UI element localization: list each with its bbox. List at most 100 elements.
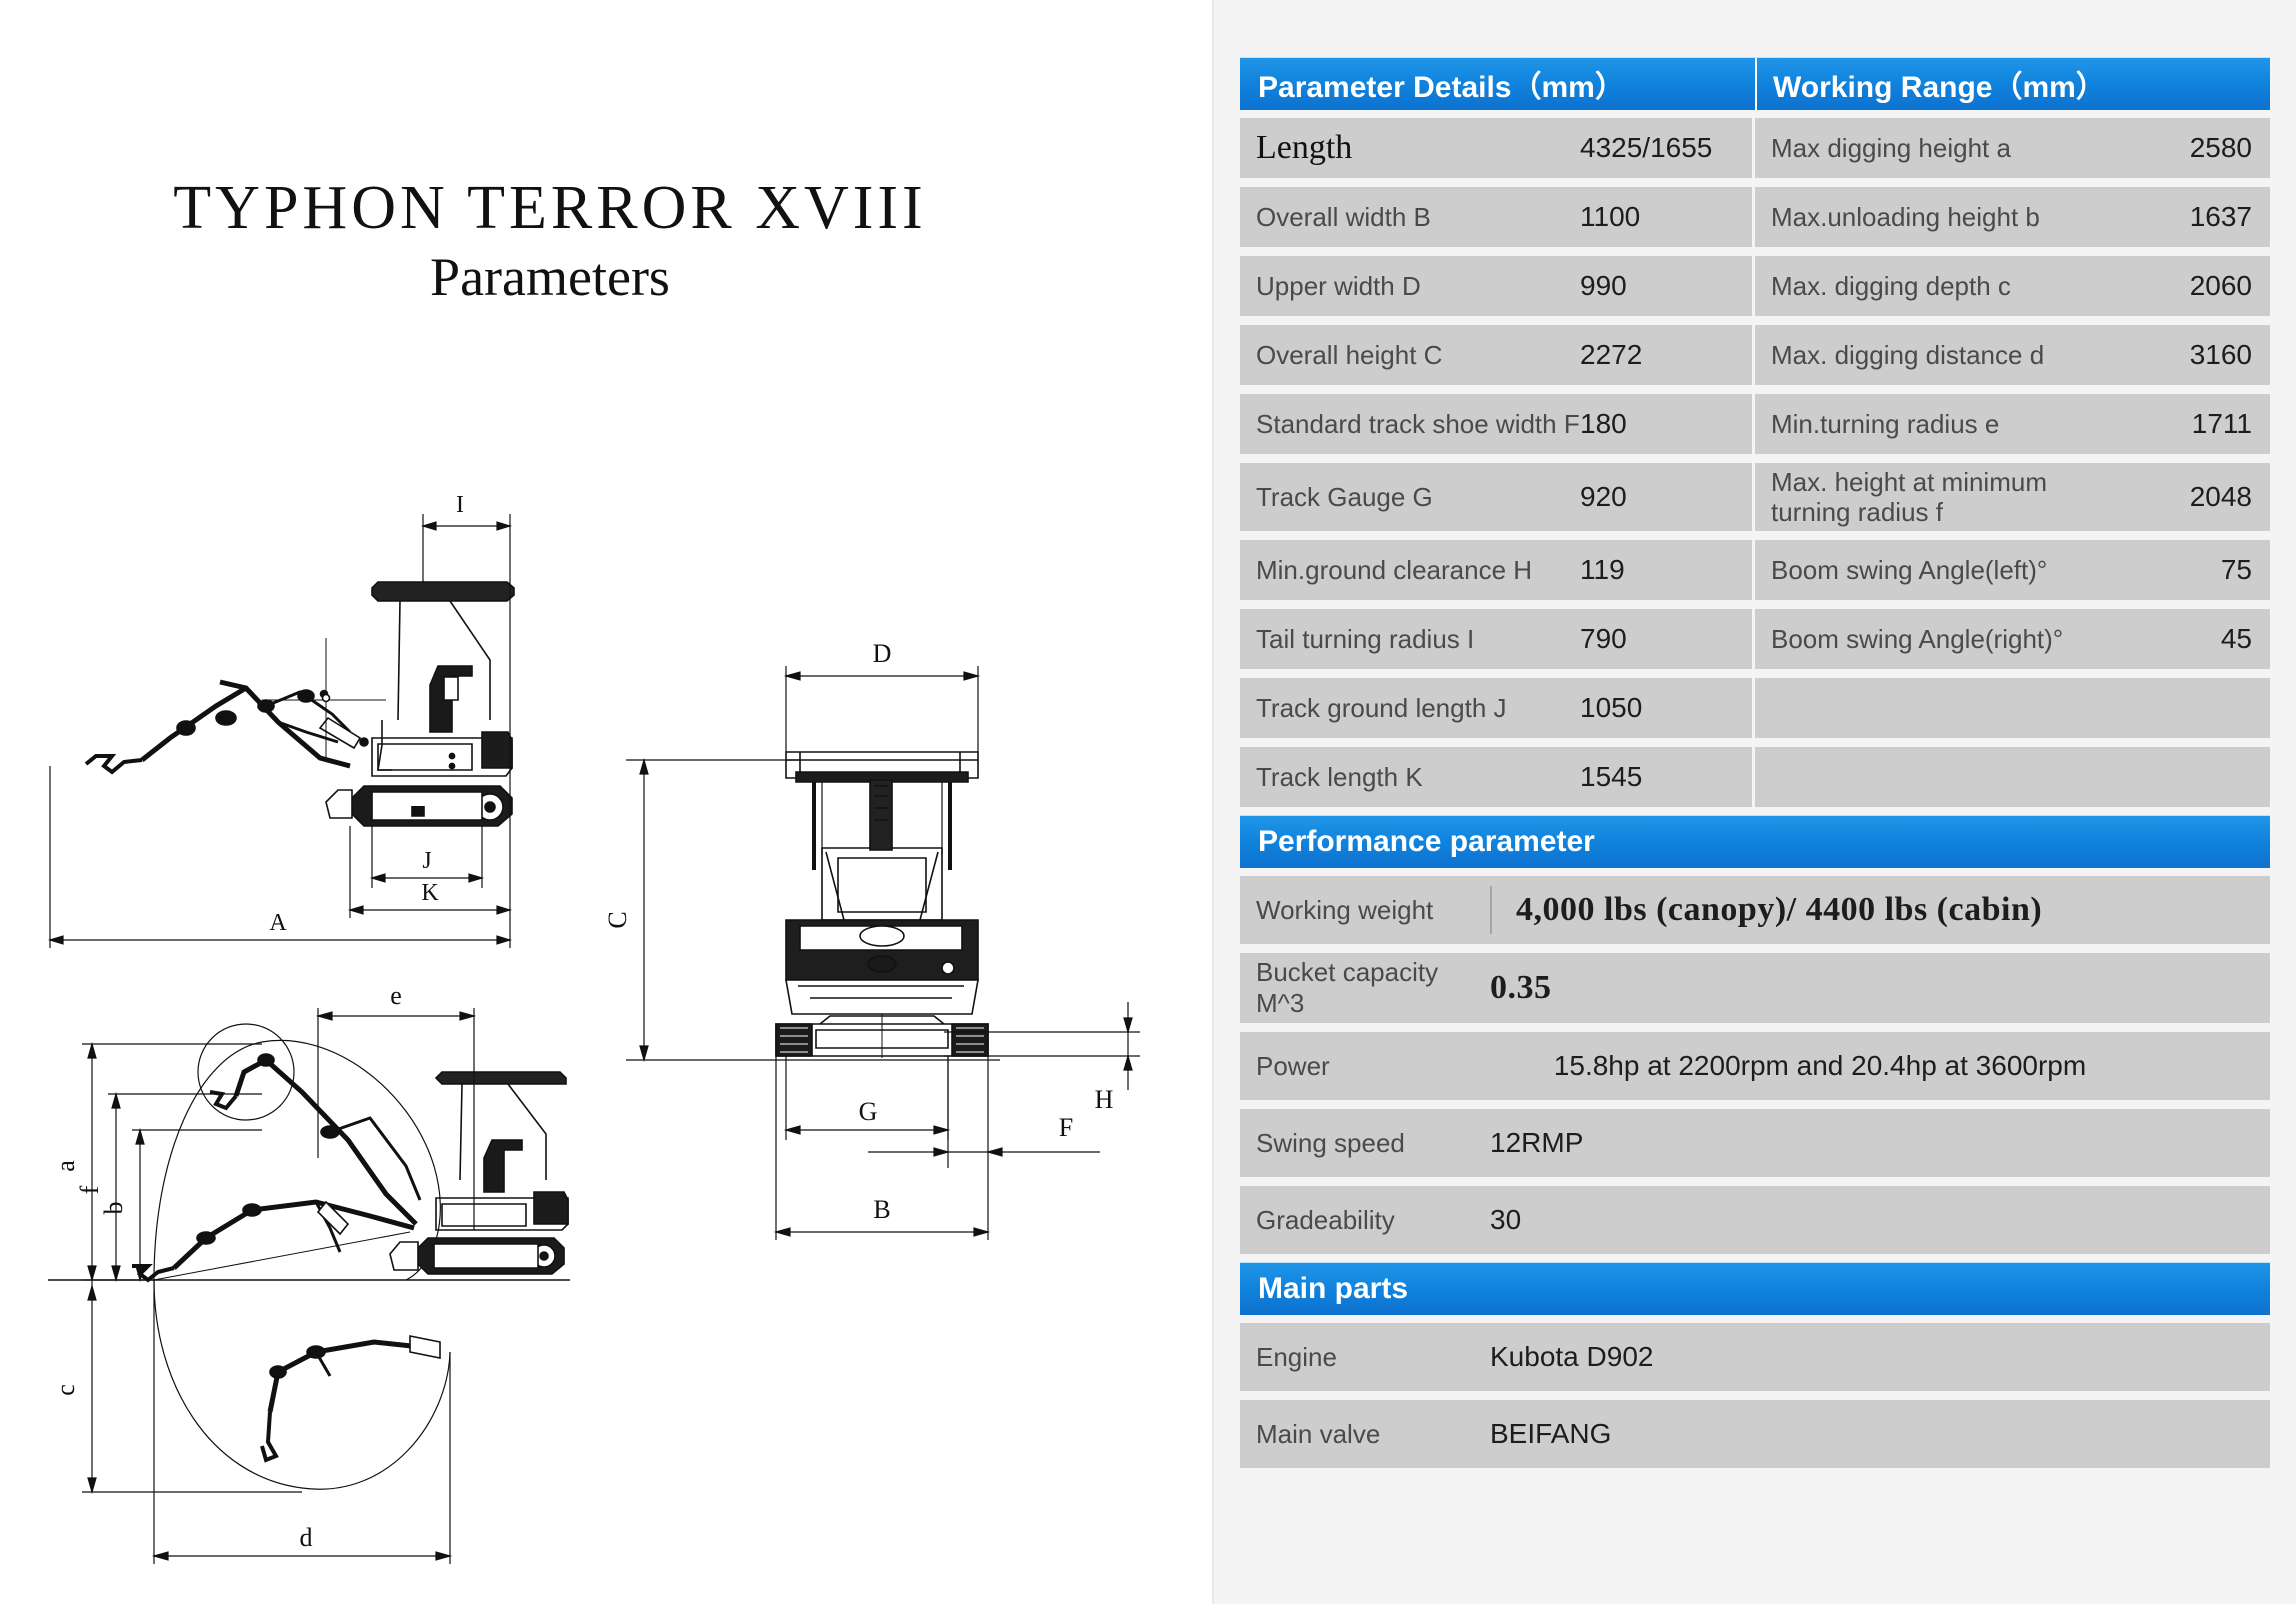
table-row: Length 4325/1655 Max digging height a 25… xyxy=(1240,118,2270,178)
header-working-range: Working Range（mm） xyxy=(1755,58,2270,110)
performance-label: Gradeability xyxy=(1256,1204,1395,1235)
spec-label: Max. digging distance d xyxy=(1771,339,2045,370)
table-row: Overall width B 1100 Max.unloading heigh… xyxy=(1240,187,2270,247)
spec-label: Overall width B xyxy=(1256,201,1431,232)
spec-value: 2060 xyxy=(2189,270,2252,301)
spec-cell-left: Track Gauge G 920 xyxy=(1240,463,1752,532)
performance-value: 4,000 lbs (canopy)/ 4400 lbs (cabin) xyxy=(1516,891,2043,929)
spec-cell-left: Min.ground clearance H 119 xyxy=(1240,540,1752,601)
spec-cell-left: Tail turning radius I 790 xyxy=(1240,609,1752,670)
spec-cell-left: Standard track shoe width F 180 xyxy=(1240,394,1752,454)
performance-row: Swing speed 12RMP xyxy=(1240,1109,2270,1178)
spec-value: 1050 xyxy=(1580,692,1643,724)
spec-label: Upper width D xyxy=(1256,270,1421,301)
side-view-elevation: I J K A xyxy=(47,492,515,948)
spec-cell-left: Upper width D 990 xyxy=(1240,256,1752,316)
spec-value: 2272 xyxy=(1580,339,1643,370)
spec-label: Length xyxy=(1256,129,1353,167)
page-title-line2: Parameters xyxy=(430,247,670,308)
spec-value: 1637 xyxy=(2189,201,2252,232)
spec-cell-right xyxy=(1755,678,2270,739)
spec-value: 4325/1655 xyxy=(1580,132,1713,163)
spec-cell-right: Max. height at minimum turning radius f … xyxy=(1755,463,2270,532)
spec-cell-right: Max. digging depth c 2060 xyxy=(1755,256,2270,316)
dim-label-A: A xyxy=(269,910,287,936)
dim-label-F: F xyxy=(1059,1113,1073,1142)
dim-label-D: D xyxy=(873,639,892,668)
performance-row: Power 15.8hp at 2200rpm and 20.4hp at 36… xyxy=(1240,1032,2270,1101)
performance-value: 12RMP xyxy=(1490,1127,1584,1159)
main-parts-value: Kubota D902 xyxy=(1490,1341,1654,1373)
table-row: Standard track shoe width F 180 Min.turn… xyxy=(1240,394,2270,454)
spec-value: 1711 xyxy=(2191,408,2252,439)
spec-label: Max.unloading height b xyxy=(1771,201,2040,232)
table-row: Tail turning radius I 790 Boom swing Ang… xyxy=(1240,609,2270,670)
performance-row: Gradeability 30 xyxy=(1240,1186,2270,1255)
dim-label-d: d xyxy=(300,1523,313,1552)
spec-cell-right: Boom swing Angle(right)° 45 xyxy=(1755,609,2270,670)
spec-value: 45 xyxy=(2220,623,2252,655)
table-row: Min.ground clearance H 119 Boom swing An… xyxy=(1240,540,2270,601)
dim-label-f: f xyxy=(75,1185,104,1194)
dim-label-I: I xyxy=(456,492,464,518)
dim-label-G: G xyxy=(859,1097,878,1126)
spec-cell-right: Max. digging distance d 3160 xyxy=(1755,325,2270,385)
spec-label: Max. height at minimum turning radius f xyxy=(1771,467,2047,528)
spec-value: 119 xyxy=(1580,554,1625,586)
spec-value: 180 xyxy=(1580,408,1627,439)
spec-cell-right: Max.unloading height b 1637 xyxy=(1755,187,2270,247)
spec-label: Min.ground clearance H xyxy=(1256,555,1533,586)
performance-row: Bucket capacity M^3 0.35 xyxy=(1240,953,2270,1024)
spec-table-header: Parameter Details（mm） Working Range（mm） xyxy=(1240,58,2270,110)
performance-header: Performance parameter xyxy=(1240,816,2270,869)
table-row: Track length K 1545 xyxy=(1240,747,2270,808)
dim-label-J: J xyxy=(422,848,431,874)
spec-label: Max. digging depth c xyxy=(1771,270,2011,301)
main-parts-value: BEIFANG xyxy=(1490,1418,1612,1450)
performance-label: Bucket capacity M^3 xyxy=(1256,957,1439,1019)
spec-cell-left: Overall width B 1100 xyxy=(1240,187,1752,247)
dim-label-H: H xyxy=(1095,1085,1114,1114)
spec-label: Boom swing Angle(right)° xyxy=(1771,624,2064,655)
performance-value: 15.8hp at 2200rpm and 20.4hp at 3600rpm xyxy=(1553,1050,2087,1082)
front-view-elevation: D C G F xyxy=(603,639,1140,1240)
performance-label: Power xyxy=(1256,1050,1330,1081)
spec-label: Max digging height a xyxy=(1771,132,2011,163)
table-row: Overall height C 2272 Max. digging dista… xyxy=(1240,325,2270,385)
diagram-panel: TYPHON TERROR XVIII Parameters xyxy=(47,174,1140,1564)
spec-value: 2048 xyxy=(2189,481,2252,513)
spec-cell-right: Max digging height a 2580 xyxy=(1755,118,2270,178)
spec-value: 1100 xyxy=(1580,201,1641,232)
page-title-line1: TYPHON TERROR XVIII xyxy=(173,174,927,242)
main-parts-row: Main valve BEIFANG xyxy=(1240,1400,2270,1469)
working-range-diagram: a f b c xyxy=(48,981,570,1564)
header-parameter-details: Parameter Details（mm） xyxy=(1258,71,1625,104)
performance-label: Swing speed xyxy=(1256,1127,1405,1158)
dim-label-B: B xyxy=(873,1195,890,1224)
spec-label: Track length K xyxy=(1256,762,1423,793)
spec-label: Min.turning radius e xyxy=(1771,408,2000,439)
spec-cell-right xyxy=(1755,747,2270,808)
performance-value: 30 xyxy=(1490,1204,1522,1236)
spec-cell-left: Track length K 1545 xyxy=(1240,747,1752,808)
spec-label: Boom swing Angle(left)° xyxy=(1771,555,2048,586)
main-parts-label: Engine xyxy=(1256,1341,1337,1372)
spec-value: 1545 xyxy=(1580,761,1643,793)
spec-cell-left: Length 4325/1655 xyxy=(1240,118,1752,178)
spec-label: Standard track shoe width F xyxy=(1256,408,1580,439)
spec-tables: Parameter Details（mm） Working Range（mm） … xyxy=(1240,58,2270,1477)
spec-label: Tail turning radius I xyxy=(1256,624,1475,655)
performance-row: Working weight 4,000 lbs (canopy)/ 4400 … xyxy=(1240,876,2270,945)
spec-value: 990 xyxy=(1580,270,1627,301)
dim-label-K: K xyxy=(421,880,439,906)
spec-label: Track ground length J xyxy=(1256,693,1507,724)
dim-label-b: b xyxy=(99,1202,128,1215)
dim-label-C: C xyxy=(603,911,632,928)
spec-value: 920 xyxy=(1580,481,1627,513)
main-parts-row: Engine Kubota D902 xyxy=(1240,1323,2270,1392)
spec-label: Overall height C xyxy=(1256,339,1443,370)
spec-label: Track Gauge G xyxy=(1256,482,1433,513)
row-divider xyxy=(1490,886,1492,935)
spec-panel: Parameter Details（mm） Working Range（mm） … xyxy=(1212,0,2296,1604)
main-parts-header: Main parts xyxy=(1240,1263,2270,1316)
